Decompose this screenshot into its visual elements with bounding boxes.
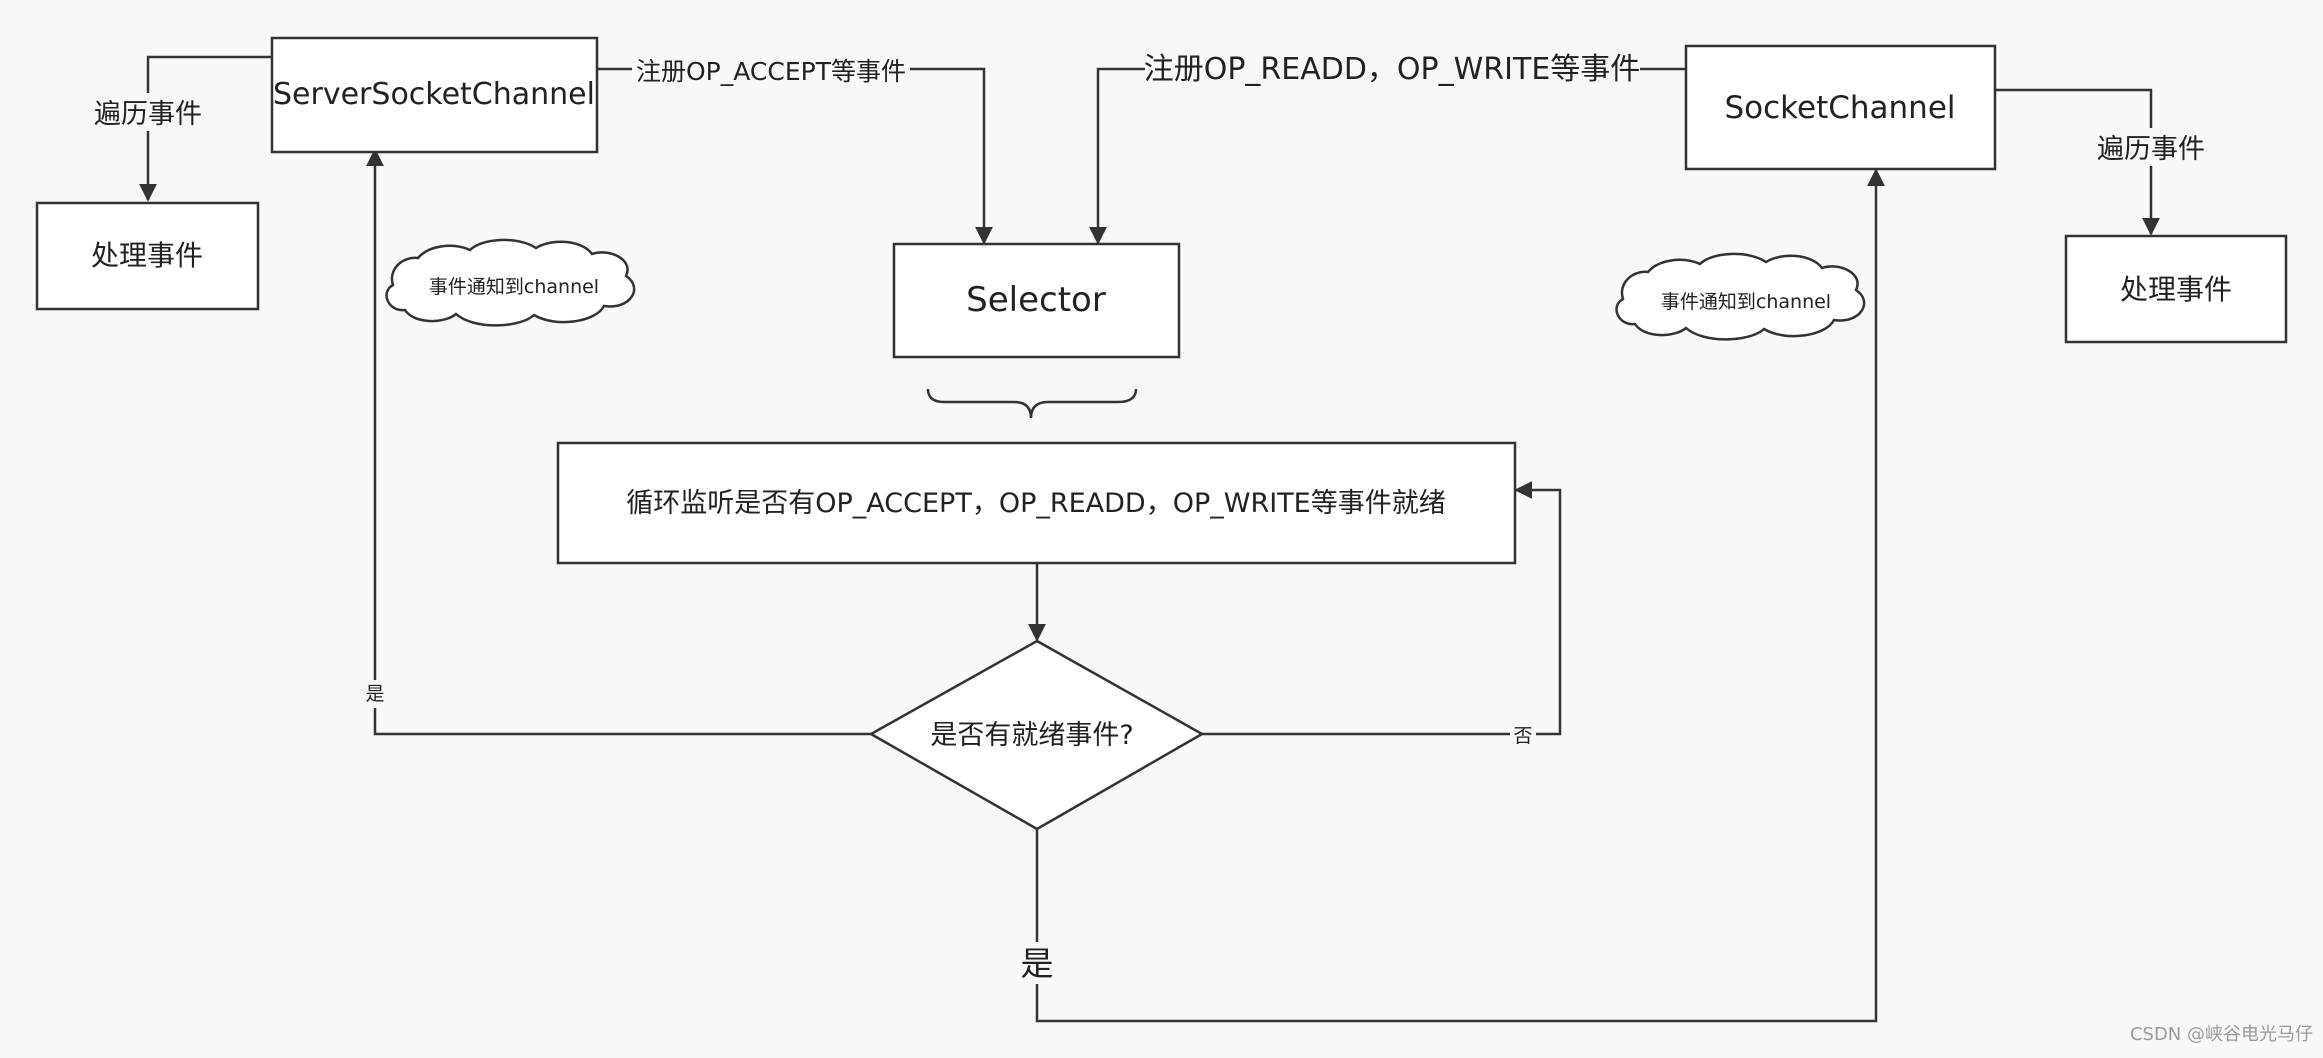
- edge-label-traverse-left: 遍历事件: [94, 99, 202, 130]
- edge-server-to-handle-left: [139, 55, 272, 202]
- edge-decision-yes-to-server: [366, 148, 871, 736]
- edge-label-yes-bottom: 是: [1021, 944, 1054, 983]
- handle-event-left-label: 处理事件: [91, 239, 203, 272]
- cloud-notify-left: 事件通知到channel: [385, 238, 636, 327]
- handle-event-right-box: 处理事件: [2064, 234, 2288, 344]
- brace: [926, 388, 1138, 419]
- edge-decision-no-to-loop: [1202, 481, 1562, 736]
- edge-decision-yes-to-socket: [1035, 168, 1885, 1023]
- edge-socket-to-handle-right: [1995, 88, 2160, 236]
- decision-diamond: 是否有就绪事件?: [868, 639, 1205, 831]
- loop-listen-label: 循环监听是否有OP_ACCEPT，OP_READD，OP_WRITE等事件就绪: [626, 488, 1445, 519]
- handle-event-right-label: 处理事件: [2120, 273, 2232, 306]
- edge-server-to-selector: [597, 67, 993, 245]
- watermark: CSDN @峡谷电光马仔: [2129, 1024, 2313, 1045]
- edge-label-traverse-right: 遍历事件: [2097, 134, 2205, 165]
- handle-event-left-box: 处理事件: [35, 201, 260, 311]
- loop-listen-box: 循环监听是否有OP_ACCEPT，OP_READD，OP_WRITE等事件就绪: [556, 441, 1517, 565]
- cloud-notify-right-label: 事件通知到channel: [1661, 291, 1831, 313]
- edge-label-yes-left: 是: [365, 683, 384, 705]
- edge-socket-to-selector: [1089, 67, 1686, 245]
- selector-box: Selector: [892, 242, 1181, 359]
- selector-label: Selector: [966, 280, 1106, 320]
- server-socket-channel-box: ServerSocketChannel: [270, 36, 599, 154]
- edge-label-register-accept: 注册OP_ACCEPT等事件: [636, 57, 906, 86]
- cloud-notify-right: 事件通知到channel: [1615, 252, 1866, 341]
- socket-channel-label: SocketChannel: [1724, 90, 1955, 126]
- edge-label-register-read-write: 注册OP_READD，OP_WRITE等事件: [1144, 52, 1641, 87]
- decision-label: 是否有就绪事件?: [930, 720, 1133, 751]
- edge-label-no-right: 否: [1513, 725, 1532, 747]
- socket-channel-box: SocketChannel: [1684, 44, 1997, 171]
- cloud-notify-left-label: 事件通知到channel: [429, 276, 599, 298]
- server-socket-channel-label: ServerSocketChannel: [273, 77, 595, 112]
